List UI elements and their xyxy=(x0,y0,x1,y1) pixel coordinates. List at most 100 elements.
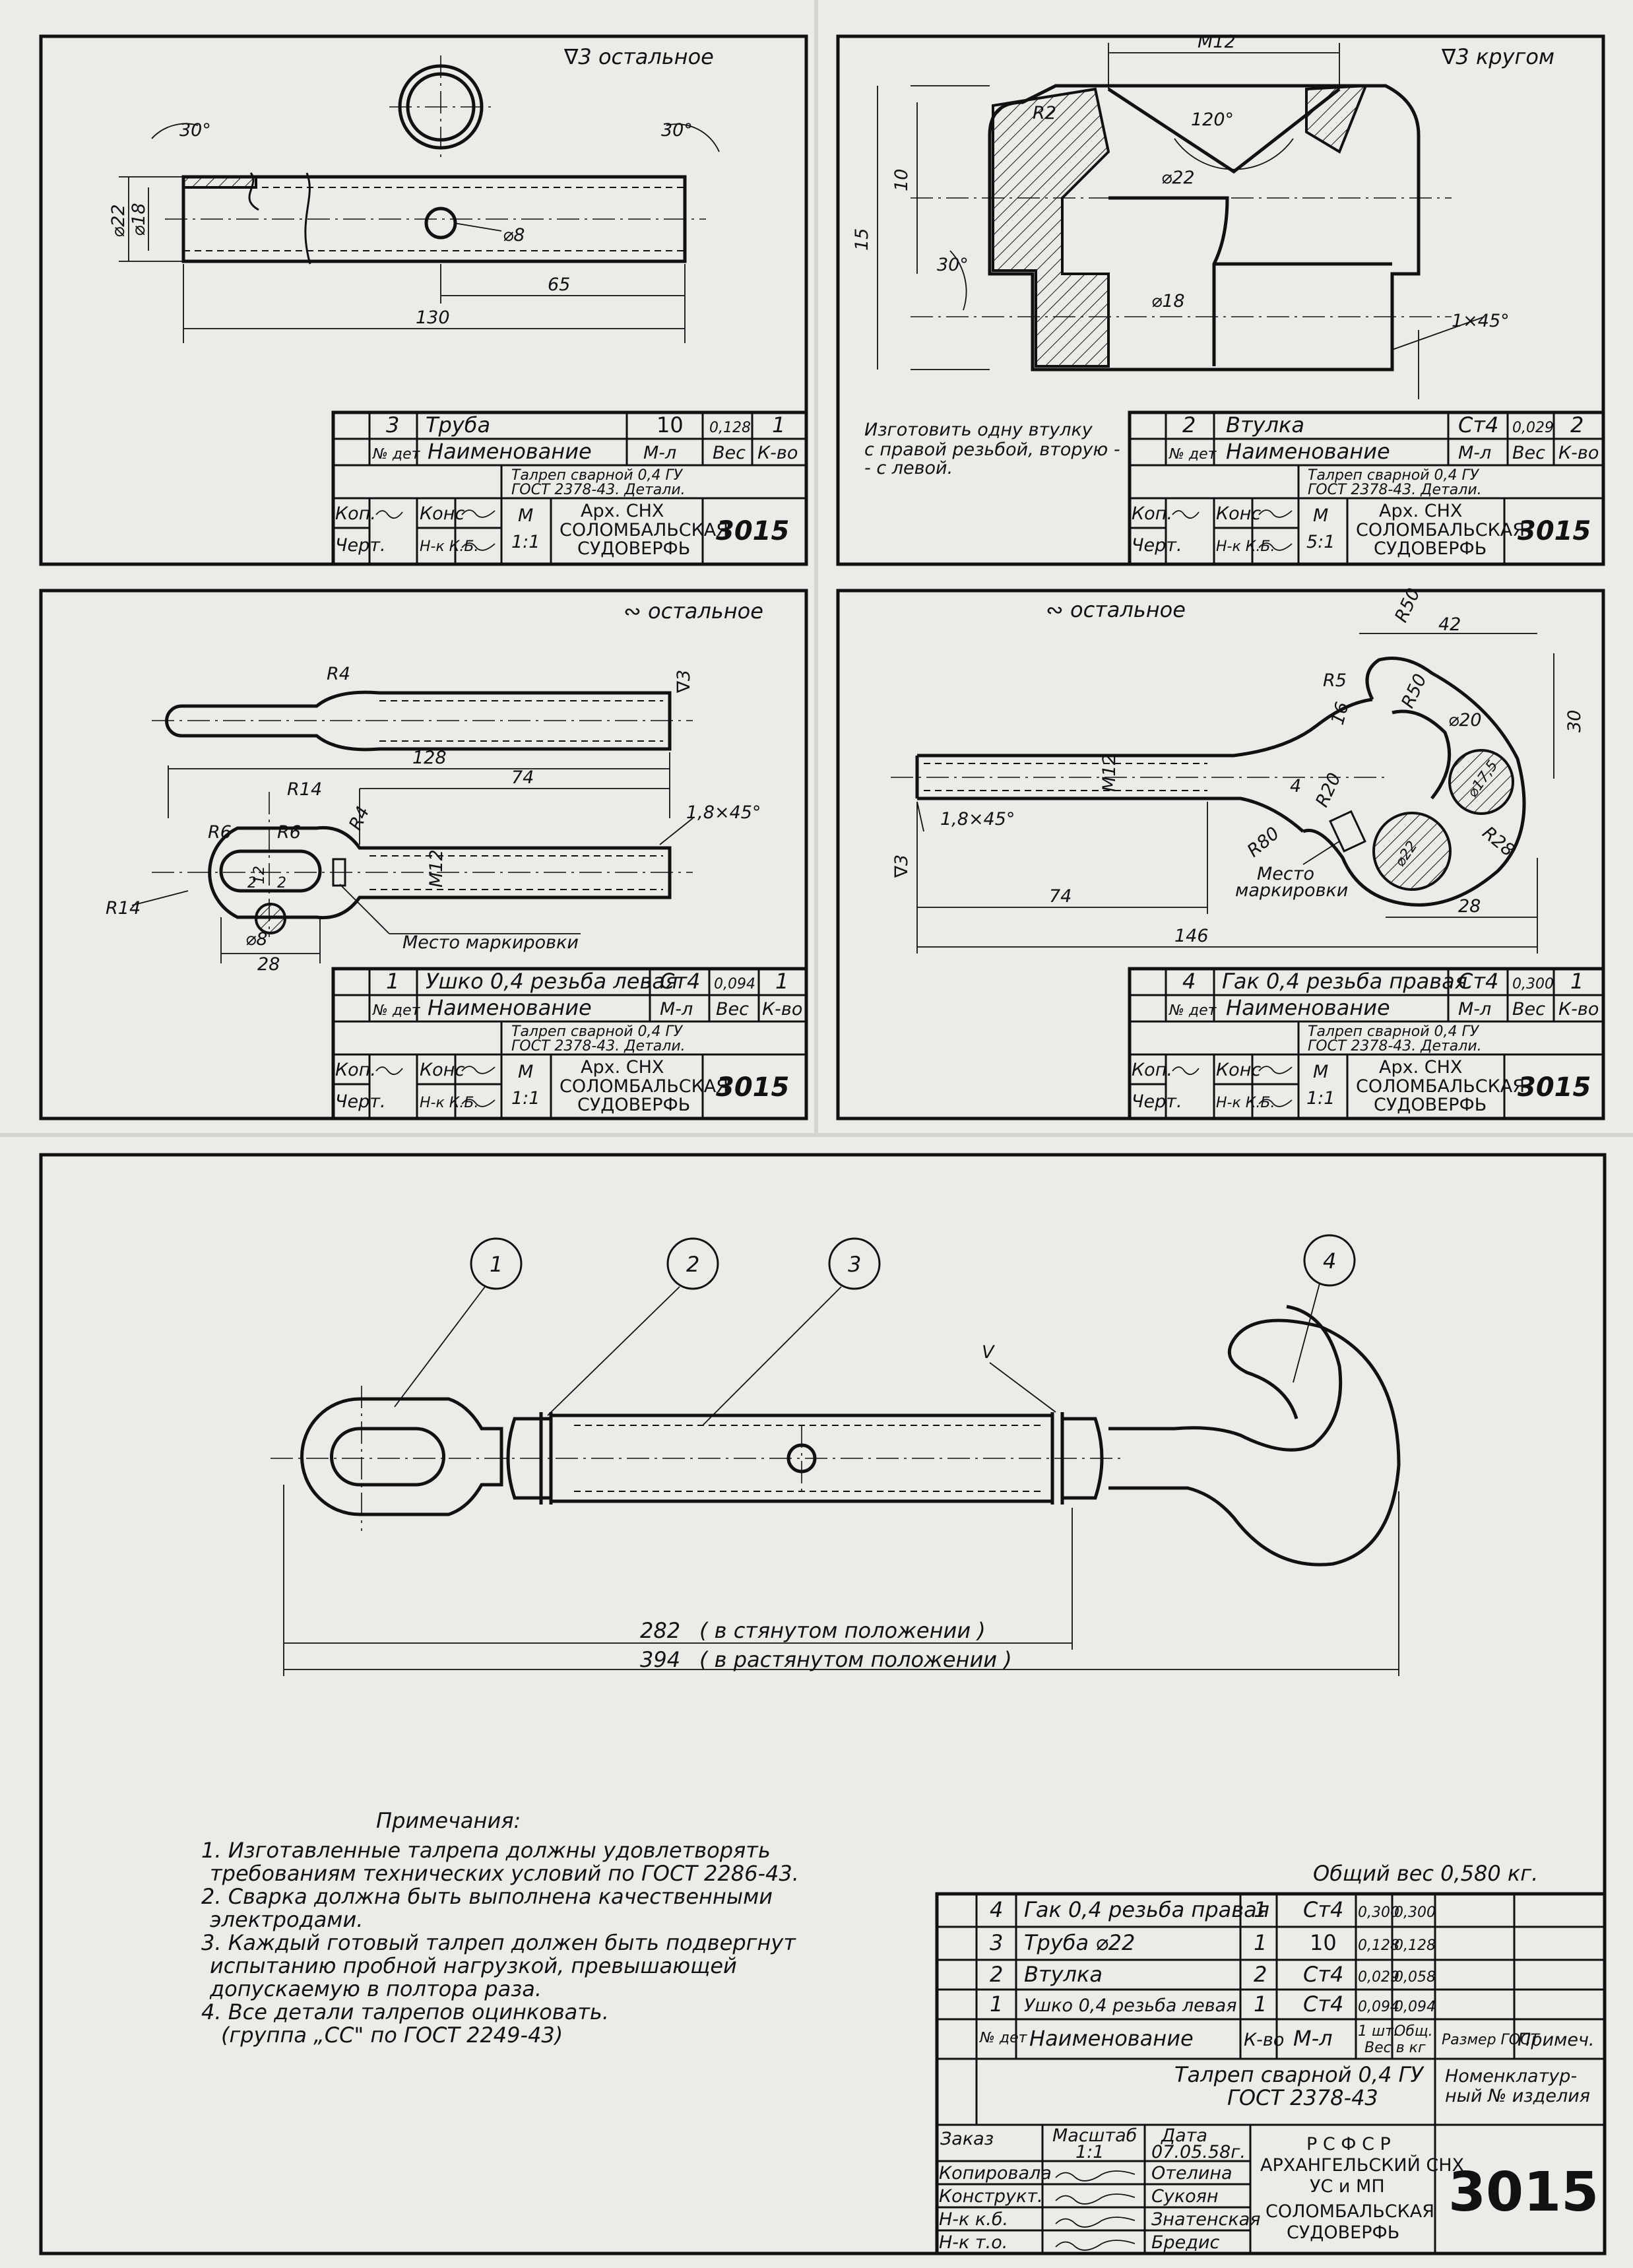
name-2: Сукоян xyxy=(1151,2186,1219,2207)
parts-row: 1 Ушко 0,4 резьба левая 1 Ст4 0,094 0,09… xyxy=(990,1992,1436,2017)
tb-material: 10 xyxy=(656,412,684,437)
role-3: Н-к к.б. xyxy=(939,2209,1008,2230)
tb-org-3: СУДОВЕРФЬ xyxy=(1374,538,1487,559)
svg-text:Ушко 0,4 резьба левая: Ушко 0,4 резьба левая xyxy=(1024,1995,1236,2016)
svg-text:2: 2 xyxy=(1254,1962,1267,1987)
tb-name: Труба xyxy=(426,412,490,437)
weld-mark: V xyxy=(982,1342,996,1363)
tb-h-name: Наименование xyxy=(428,439,592,464)
svg-text:1: 1 xyxy=(1254,1897,1267,1922)
signature xyxy=(1258,509,1293,518)
parts-row: 4 Гак 0,4 резьба правая 1 Ст4 0,300 0,30… xyxy=(990,1897,1436,1922)
tb-h-qty: К-во xyxy=(762,999,802,1020)
roughness-note: ∇3 остальное xyxy=(563,44,714,69)
tb-pos: 1 xyxy=(386,969,399,994)
bushing-note-3: - с левой. xyxy=(864,458,953,478)
bushing-note-1: Изготовить одну втулку xyxy=(864,420,1093,440)
svg-text:3: 3 xyxy=(990,1930,1003,1955)
mark-location-1: Место xyxy=(1257,864,1314,884)
balloon-1: 1 xyxy=(394,1237,523,1408)
svg-text:0,300: 0,300 xyxy=(1394,1904,1436,1921)
name-4: Бредис xyxy=(1151,2232,1219,2253)
svg-text:1: 1 xyxy=(490,1252,503,1277)
tb-kop: Коп. xyxy=(335,503,376,524)
tb-h-mat: М-л xyxy=(660,999,693,1020)
tb-material: Ст4 xyxy=(1458,412,1498,437)
tb-code: 3015 xyxy=(1518,516,1591,546)
signature xyxy=(1055,2240,1136,2251)
signature xyxy=(1258,542,1293,551)
tb-weight: 0,128 xyxy=(709,420,751,436)
dim-4: 4 xyxy=(1290,776,1301,796)
signature xyxy=(461,542,496,551)
svg-text:0,094: 0,094 xyxy=(1358,1999,1399,2015)
tb-std-2: ГОСТ 2378-43. Детали. xyxy=(1308,1038,1482,1054)
tb-org-3: СУДОВЕРФЬ xyxy=(577,538,690,559)
tb-h-weight: Вес xyxy=(713,443,746,463)
svg-text:2: 2 xyxy=(990,1962,1003,1987)
tb-h-weight: Вес xyxy=(1512,443,1545,463)
name-1: Отелина xyxy=(1151,2163,1233,2184)
svg-text:Труба ⌀22: Труба ⌀22 xyxy=(1024,1930,1135,1955)
assembly-title-2: ГОСТ 2378-43 xyxy=(1227,2085,1378,2110)
dim-130: 130 xyxy=(416,308,450,328)
date-value: 07.05.58г. xyxy=(1151,2142,1246,2162)
tb-org-3: СУДОВЕРФЬ xyxy=(577,1095,690,1115)
dim-r6-left: R6 xyxy=(208,822,232,843)
date-label: Дата xyxy=(1161,2125,1207,2146)
drawing-code: 3015 xyxy=(1448,2161,1599,2224)
svg-text:1: 1 xyxy=(990,1992,1003,2017)
tb-kons: Конс xyxy=(1216,1060,1261,1080)
tb-org-3: СУДОВЕРФЬ xyxy=(1374,1095,1487,1115)
scale-value: 1:1 xyxy=(1075,2142,1104,2162)
roughness-note: ∾ остальное xyxy=(624,599,763,624)
dim-10: 10 xyxy=(891,169,912,191)
dim-394: 394 xyxy=(640,1647,680,1672)
svg-text:0,128: 0,128 xyxy=(1358,1937,1399,1954)
dim-r14-top: R14 xyxy=(287,779,322,800)
dim-r14-left: R14 xyxy=(106,898,141,919)
dim-394-note: ( в растянутом положении ) xyxy=(699,1647,1012,1672)
tb-std-1: Талреп сварной 0,4 ГУ xyxy=(511,467,684,484)
dim-42: 42 xyxy=(1438,614,1461,635)
dim-128: 128 xyxy=(412,748,447,768)
org-3: УС и МП xyxy=(1310,2176,1385,2197)
title-block-hook: 4 Гак 0,4 резьба правая Ст4 0,300 1 № де… xyxy=(1128,967,1605,1120)
note-line: требованиям технических условий по ГОСТ … xyxy=(210,1861,799,1886)
panel-hook: ∾ остальное R50 42 R5 R50 16 30 ⌀20 М12 … xyxy=(836,585,1605,1120)
svg-text:2: 2 xyxy=(686,1252,699,1277)
org-2: АРХАНГЕЛЬСКИЙ СНХ xyxy=(1260,2155,1464,2176)
dim-d22: ⌀22 xyxy=(1161,168,1195,188)
h-mat: М-л xyxy=(1293,2026,1333,2051)
assembly-title-1: Талреп сварной 0,4 ГУ xyxy=(1174,2062,1425,2087)
tb-weight: 0,094 xyxy=(714,976,755,992)
tb-material: Ст4 xyxy=(1458,969,1498,994)
dim-d8: ⌀8 xyxy=(245,929,267,950)
dim-120deg: 120° xyxy=(1191,110,1234,130)
h-w2: Общ. xyxy=(1394,2023,1433,2040)
panel-assembly: 1 2 3 4 V 282 ( в стянутом положении ) 3… xyxy=(39,1153,1607,2255)
svg-text:Ст4: Ст4 xyxy=(1303,1897,1343,1922)
h-qty: К-во xyxy=(1244,2030,1284,2050)
note-line: 4. Все детали талрепов оцинковать. xyxy=(201,1999,609,2025)
dim-28: 28 xyxy=(1458,896,1481,917)
balloon-2: 2 xyxy=(547,1237,719,1416)
tb-chert: Черт. xyxy=(1132,1091,1182,1112)
dim-m12: М12 xyxy=(1099,754,1120,792)
signature xyxy=(1172,510,1200,519)
dim-2a: 2 xyxy=(247,875,257,891)
tb-scale: 1:1 xyxy=(511,1088,540,1109)
notes-block: Примечания: 1. Изготавленные талрепа дол… xyxy=(201,1808,799,2048)
tb-h-mat: М-л xyxy=(1458,443,1491,463)
tb-std-1: Талреп сварной 0,4 ГУ xyxy=(511,1023,684,1040)
tb-org-2: СОЛОМБАЛЬСКАЯ xyxy=(1356,1076,1525,1097)
tb-org-1: Арх. СНХ xyxy=(581,501,664,521)
tb-h-mat: М-л xyxy=(1458,999,1491,1020)
tb-h-qty: К-во xyxy=(1558,443,1599,463)
tb-h-pos: № дет xyxy=(1169,1002,1217,1019)
tb-kop: Коп. xyxy=(1132,1060,1172,1080)
tb-h-name: Наименование xyxy=(1226,439,1390,464)
tb-h-pos: № дет xyxy=(1169,446,1217,463)
h-size: Размер ГОСТ xyxy=(1442,2032,1540,2048)
